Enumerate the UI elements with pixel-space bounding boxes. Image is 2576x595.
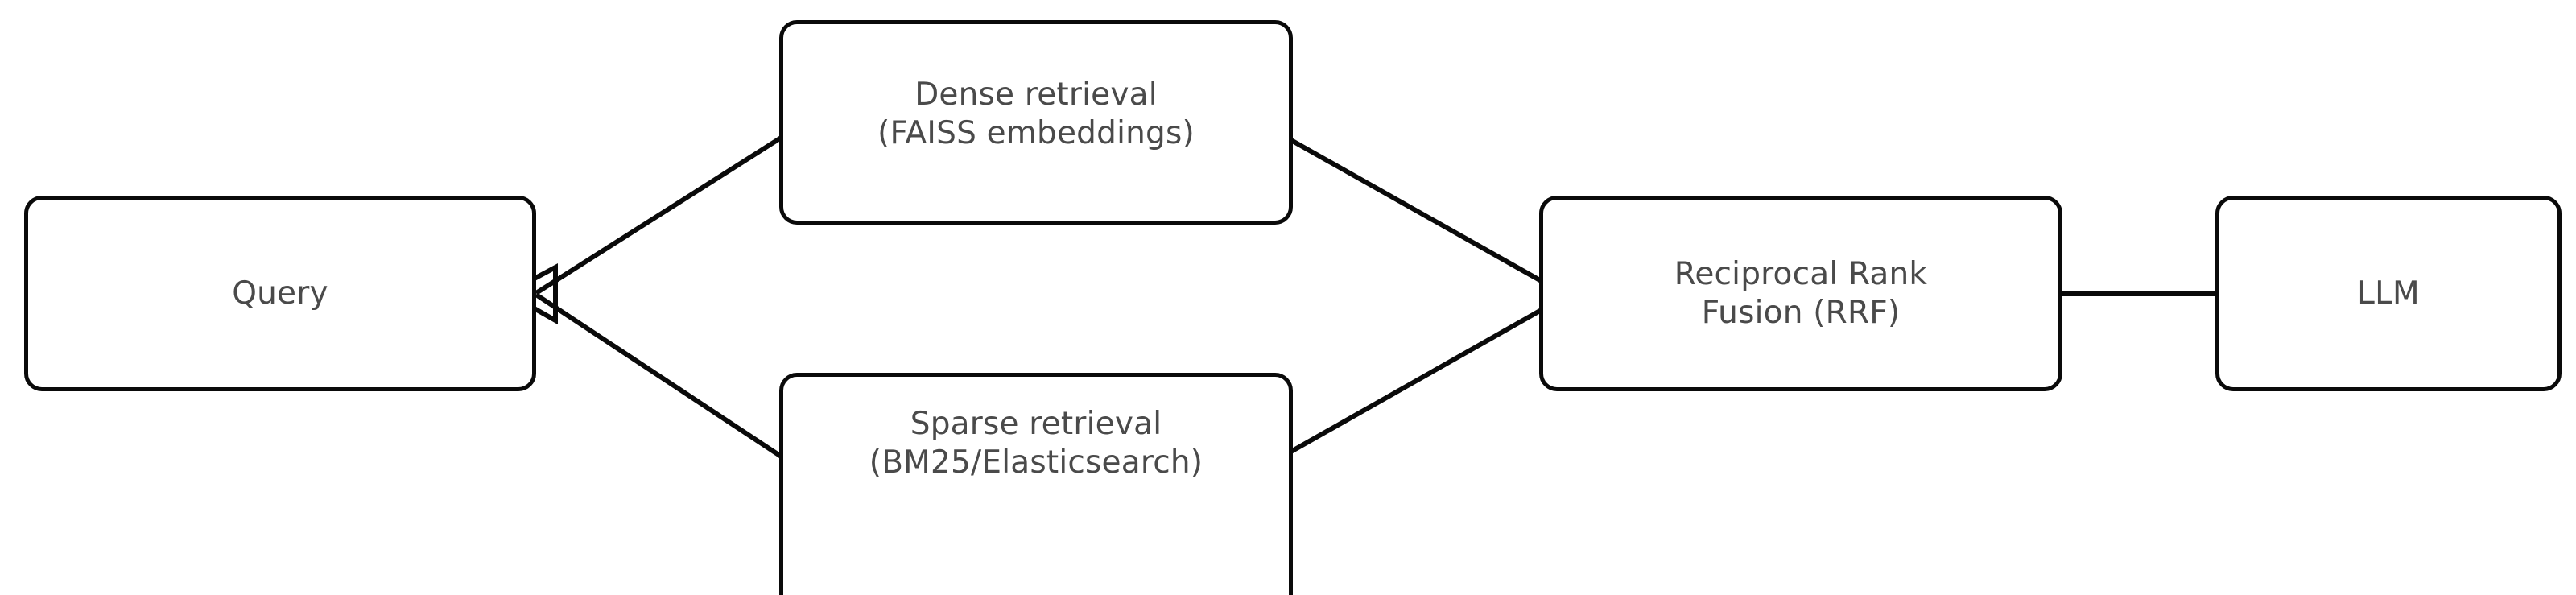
node-dense-retrieval[interactable]: Dense retrieval (FAISS embeddings) bbox=[779, 20, 1293, 225]
edge-query-to-dense bbox=[535, 118, 808, 295]
node-llm-label: LLM bbox=[2357, 275, 2420, 312]
node-query[interactable]: Query bbox=[24, 196, 536, 391]
edge-sparse-to-rrf bbox=[1262, 291, 1570, 469]
node-reciprocal-rank-fusion-label: Reciprocal Rank Fusion (RRF) bbox=[1674, 255, 1928, 331]
node-reciprocal-rank-fusion[interactable]: Reciprocal Rank Fusion (RRF) bbox=[1539, 196, 2062, 391]
node-llm[interactable]: LLM bbox=[2215, 196, 2562, 391]
node-query-label: Query bbox=[232, 275, 328, 312]
node-sparse-retrieval-label: Sparse retrieval (BM25/Elasticsearch) bbox=[869, 406, 1203, 481]
node-dense-retrieval-label: Dense retrieval (FAISS embeddings) bbox=[877, 76, 1195, 151]
node-sparse-retrieval[interactable]: Sparse retrieval (BM25/Elasticsearch) bbox=[779, 373, 1293, 595]
edge-query-to-sparse bbox=[535, 292, 808, 477]
edge-dense-to-rrf bbox=[1262, 122, 1570, 300]
